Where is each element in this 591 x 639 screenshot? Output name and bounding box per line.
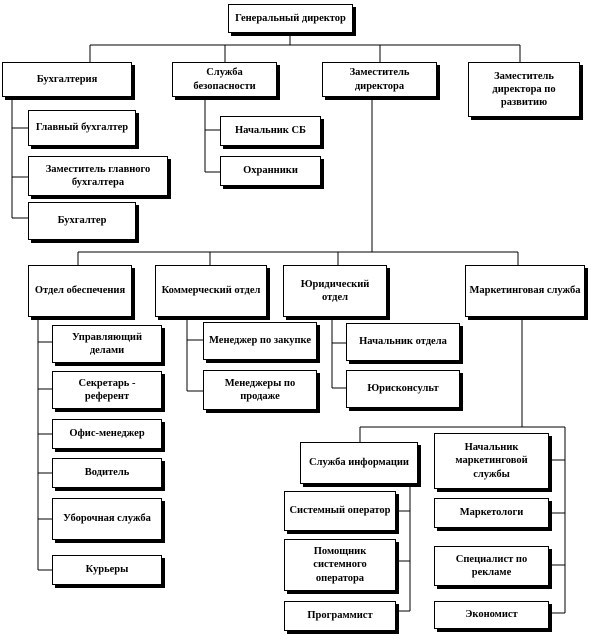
node-information-service: Служба информации — [300, 442, 418, 484]
node-support-department: Отдел обеспечения — [28, 265, 132, 317]
node-driver: Водитель — [52, 458, 162, 488]
node-programmer: Программист — [284, 601, 396, 631]
node-legal-counsel: Юрисконсульт — [346, 370, 460, 408]
node-commercial-department: Коммерческий отдел — [155, 265, 267, 317]
node-deputy-director-development: Заместитель директора по развитию — [468, 62, 580, 117]
node-system-operator-assistant: Помощник системного оператора — [284, 539, 396, 591]
node-deputy-chief-accountant: Заместитель главного бухгалтера — [28, 156, 168, 196]
node-purchasing-manager: Менеджер по закупке — [203, 322, 317, 360]
node-cleaning-service: Уборочная служба — [52, 498, 162, 540]
node-economist: Экономист — [434, 601, 549, 629]
node-security-service: Служба безопасности — [172, 62, 277, 97]
node-accounting: Бухгалтерия — [2, 62, 132, 97]
node-head-of-marketing: Начальник маркетинговой службы — [434, 433, 549, 489]
node-head-of-department: Начальник отдела — [346, 323, 460, 361]
node-advertising-specialist: Специалист по рекламе — [434, 546, 549, 586]
node-guards: Охранники — [220, 156, 321, 186]
node-system-operator: Системный оператор — [284, 491, 396, 531]
node-office-manager-affairs: Управляющий делами — [52, 325, 162, 363]
node-secretary-referent: Секретарь - референт — [52, 371, 162, 409]
node-general-director: Генеральный директор — [228, 4, 353, 33]
node-office-manager: Офис-менеджер — [52, 419, 162, 449]
node-marketers: Маркетологи — [434, 498, 549, 528]
node-sales-managers: Менеджеры по продаже — [203, 370, 317, 410]
node-head-of-security: Начальник СБ — [220, 116, 321, 146]
node-couriers: Курьеры — [52, 555, 162, 585]
node-marketing-service: Маркетинговая служба — [465, 265, 585, 317]
node-chief-accountant: Главный бухгалтер — [28, 110, 136, 146]
node-accountant: Бухгалтер — [28, 202, 136, 240]
node-legal-department: Юридический отдел — [283, 265, 387, 317]
node-deputy-director: Заместитель директора — [322, 62, 437, 97]
